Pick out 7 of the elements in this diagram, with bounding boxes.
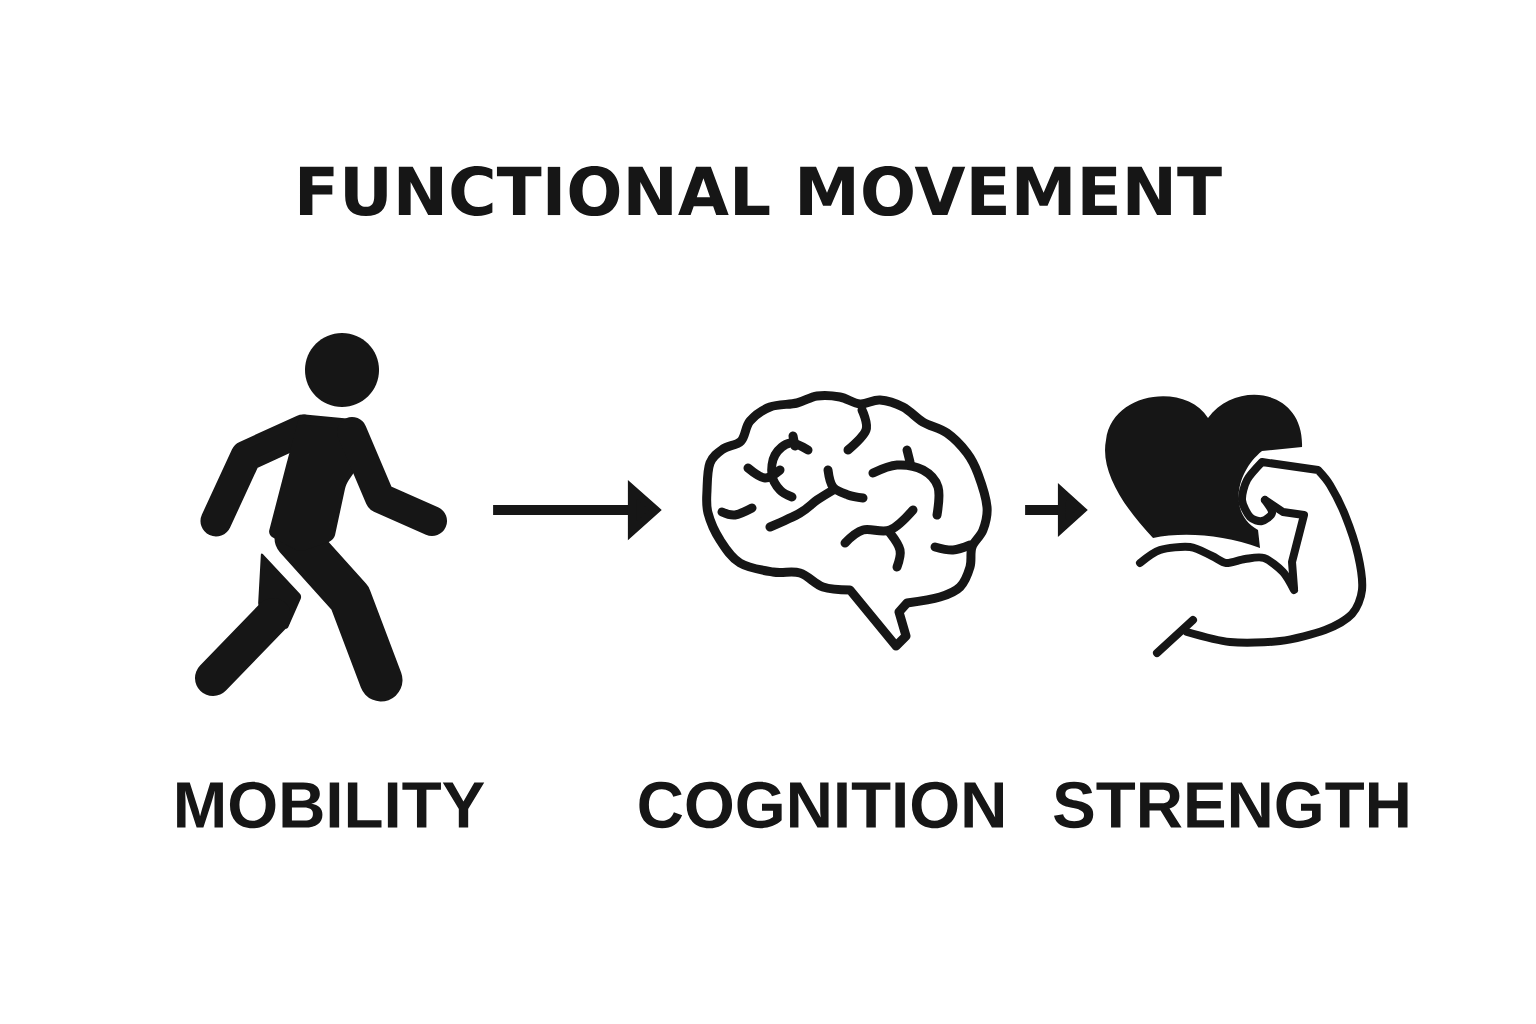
- heart-and-flexed-arm-icon: [1105, 394, 1367, 657]
- node-label: MOBILITY: [177, 781, 485, 829]
- walking-person-icon: [195, 333, 447, 702]
- brain-icon: [702, 391, 992, 651]
- node-label: COGNITION: [639, 781, 1003, 829]
- title: FUNCTIONAL MOVEMENT: [300, 166, 1222, 216]
- node-label: STRENGTH: [1054, 781, 1408, 829]
